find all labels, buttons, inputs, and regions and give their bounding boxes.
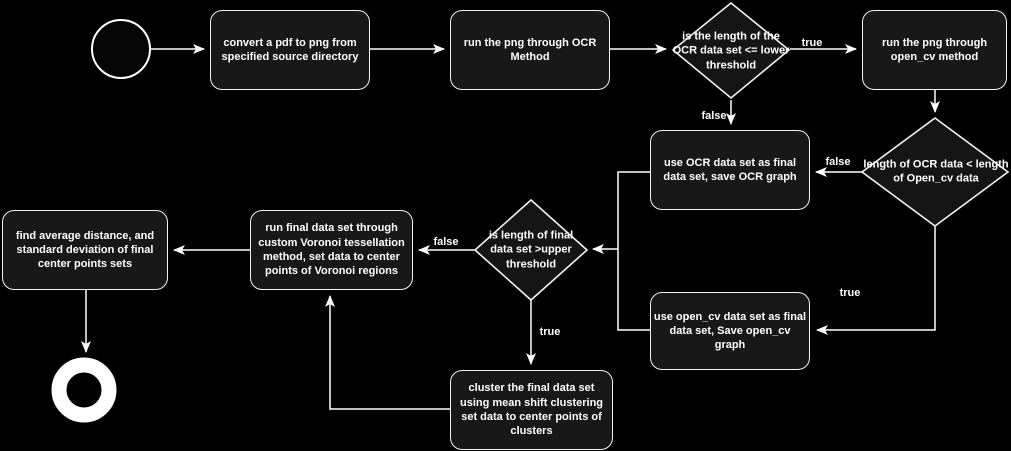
decision-upper-threshold-label: is length of final data set >upper thres… <box>488 229 574 271</box>
decision-lower-threshold-label: is the length of the OCR data set <= low… <box>672 30 790 72</box>
edge-label-compare-true: true <box>839 287 861 299</box>
final-node[interactable] <box>51 357 117 423</box>
edge-compare-true-to-useopencv <box>816 226 936 335</box>
node-convert-pdf-to-png[interactable]: convert a pdf to png from specified sour… <box>210 10 370 90</box>
node-use-ocr-data-set[interactable]: use OCR data set as final data set, save… <box>650 130 810 210</box>
node-voronoi-tessellation[interactable]: run final data set through custom Vorono… <box>250 210 413 290</box>
decision-lower-threshold[interactable] <box>671 1 791 100</box>
decision-length-compare-label: length of OCR data < length of Open_cv d… <box>863 158 1009 185</box>
node-run-ocr-method[interactable]: run the png through OCR Method <box>450 10 610 90</box>
edge-cluster-loop-to-voronoi <box>325 295 450 410</box>
initial-node[interactable] <box>91 19 151 79</box>
edge-merge-rail <box>617 171 650 331</box>
edge-label-upper-false: false <box>433 236 459 248</box>
decision-upper-threshold[interactable] <box>473 198 589 302</box>
edge-label-lower-true: true <box>801 37 823 49</box>
edge-label-lower-false: false <box>701 110 727 122</box>
node-find-average-distance[interactable]: find average distance, and standard devi… <box>2 210 168 290</box>
node-run-opencv-method[interactable]: run the png through open_cv method <box>862 10 1007 90</box>
node-mean-shift-clustering[interactable]: cluster the final data set using mean sh… <box>450 370 613 450</box>
decision-length-compare[interactable] <box>860 117 1010 227</box>
edge-label-upper-true: true <box>539 326 561 338</box>
edge-label-compare-false: false <box>825 156 851 168</box>
node-use-opencv-data-set[interactable]: use open_cv data set as final data set, … <box>650 292 810 370</box>
